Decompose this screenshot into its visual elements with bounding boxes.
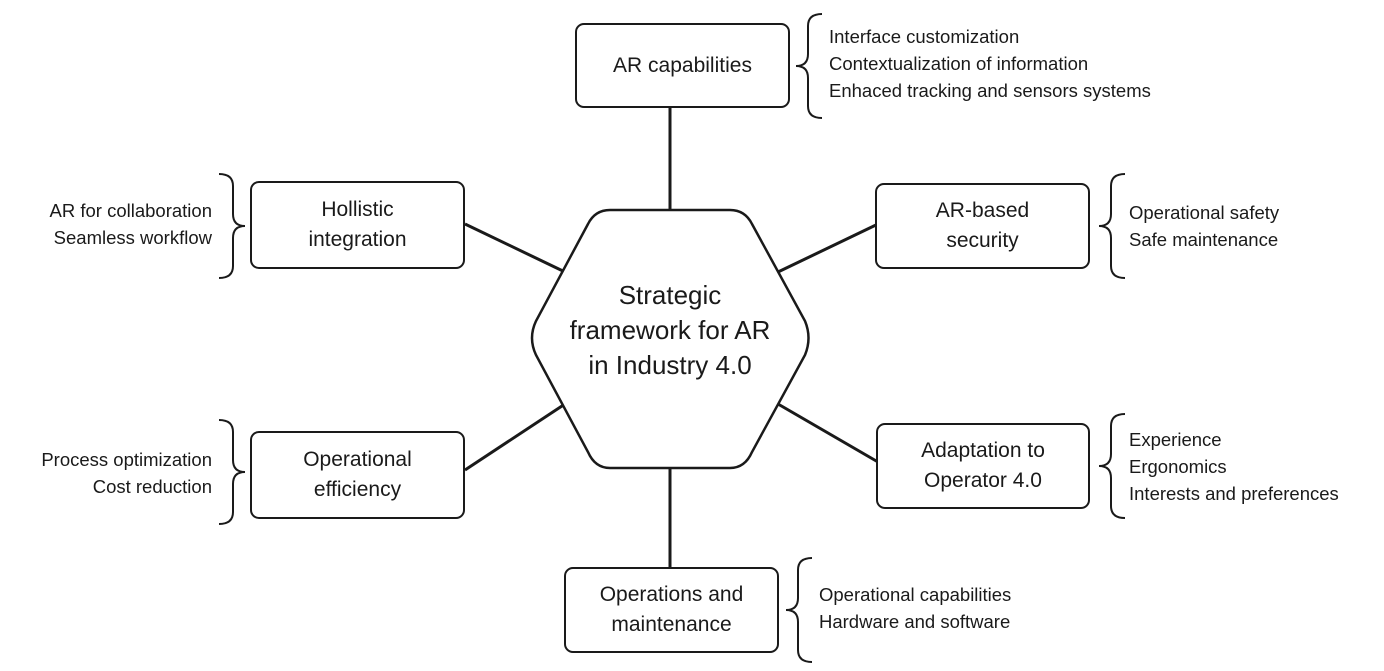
node-label: Operator 4.0 <box>924 469 1042 492</box>
list-item: Contextualization of information <box>829 53 1089 74</box>
node-label: integration <box>308 228 407 251</box>
list-item: Safe maintenance <box>1129 229 1279 250</box>
node-label: Adaptation to <box>921 439 1045 462</box>
list-item: Interface customization <box>829 26 1020 47</box>
node-label: security <box>946 229 1019 252</box>
list-item: AR for collaboration <box>49 200 212 221</box>
brace-operations <box>785 557 813 663</box>
list-item: Enhaced tracking and sensors systems <box>829 80 1151 101</box>
brace-adaptation <box>1098 413 1126 519</box>
center-title-line: framework for AR <box>569 315 771 345</box>
node-label: Hollistic <box>321 198 394 221</box>
node-adaptation: Adaptation to Operator 4.0 <box>876 423 1090 509</box>
node-ar-security: AR-based security <box>875 183 1090 269</box>
items-ar-security: Operational safety Safe maintenance <box>1129 199 1279 253</box>
node-label: AR-based <box>935 199 1030 222</box>
items-adaptation: Experience Ergonomics Interests and pref… <box>1129 426 1339 507</box>
node-ar-capabilities: AR capabilities <box>575 23 790 108</box>
items-integration: AR for collaboration Seamless workflow <box>50 197 212 251</box>
list-item: Operational capabilities <box>819 584 1012 605</box>
node-integration: Hollistic integration <box>250 181 465 269</box>
brace-efficiency <box>218 419 246 525</box>
list-item: Seamless workflow <box>53 227 212 248</box>
list-item: Cost reduction <box>92 476 212 497</box>
center-title: Strategic framework for AR in Industry 4… <box>540 278 800 383</box>
node-label: maintenance <box>611 613 732 636</box>
items-operations: Operational capabilities Hardware and so… <box>819 581 1011 635</box>
connector-integration <box>464 222 566 274</box>
center-hexagon <box>530 208 810 470</box>
node-label: efficiency <box>313 478 402 501</box>
connector-efficiency <box>464 402 566 472</box>
connector-adaptation <box>777 402 879 464</box>
node-label: AR capabilities <box>613 53 752 77</box>
brace-integration <box>218 173 246 279</box>
node-operations: Operations and maintenance <box>564 567 779 653</box>
node-label: Operational <box>303 448 412 471</box>
center-title-line: in Industry 4.0 <box>588 350 752 380</box>
list-item: Ergonomics <box>1129 456 1227 477</box>
brace-ar-security <box>1098 173 1126 279</box>
list-item: Experience <box>1129 429 1222 450</box>
items-efficiency: Process optimization Cost reduction <box>41 446 212 500</box>
node-label: Operations and <box>599 583 744 606</box>
center-title-line: Strategic <box>618 280 722 310</box>
node-efficiency: Operational efficiency <box>250 431 465 519</box>
list-item: Process optimization <box>41 449 212 470</box>
list-item: Hardware and software <box>819 611 1011 632</box>
list-item: Operational safety <box>1129 202 1280 223</box>
items-ar-capabilities: Interface customization Contextualizatio… <box>829 23 1151 104</box>
list-item: Interests and preferences <box>1129 483 1339 504</box>
connector-ar-security <box>777 222 879 274</box>
brace-ar-capabilities <box>795 13 823 119</box>
